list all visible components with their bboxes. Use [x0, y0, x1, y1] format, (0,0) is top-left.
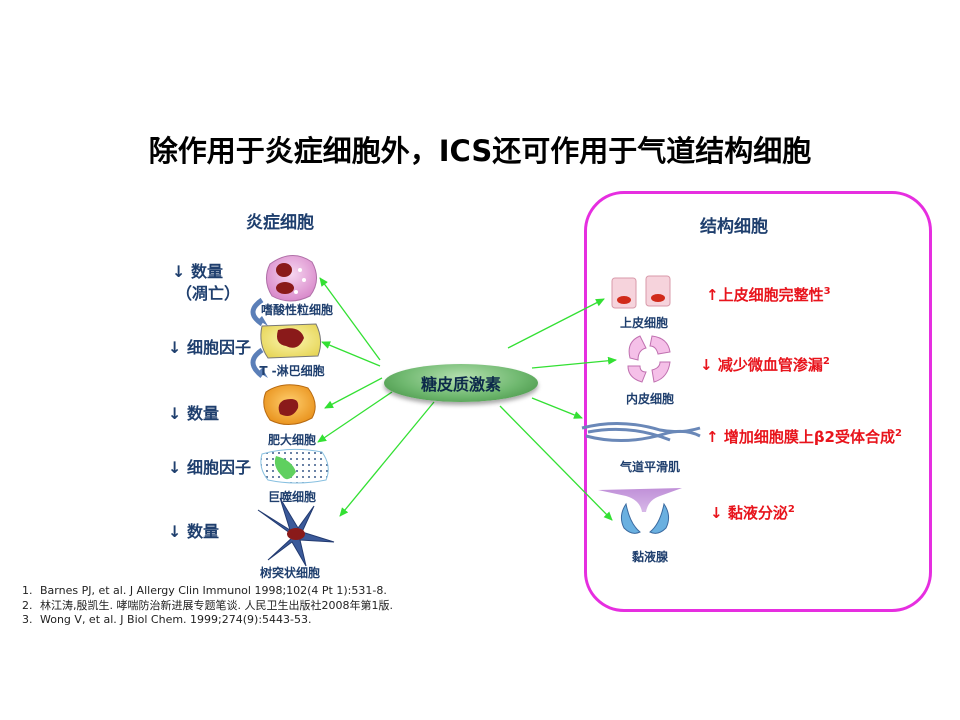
effect-smooth-muscle: ↑ 增加细胞膜上β2受体合成2 — [706, 428, 902, 446]
effect-macrophage: ↓ 细胞因子 — [168, 458, 251, 477]
mast-cell-illustration — [263, 384, 316, 425]
label-macrophage: 巨噬细胞 — [267, 490, 316, 504]
down-arrow: ↓ — [168, 338, 182, 357]
effect-t-lymphocyte: ↓ 细胞因子 — [168, 338, 251, 357]
slide-title: 除作用于炎症细胞外，ICS还可作用于气道结构细胞 — [148, 134, 812, 168]
label-mast-cell: 肥大细胞 — [267, 433, 316, 447]
glucocorticoid-node: 糖皮质激素 — [384, 364, 538, 402]
structural-cells-heading: 结构细胞 — [700, 217, 768, 237]
smooth-muscle-illustration — [581, 421, 701, 443]
label-dendritic-cell: 树突状细胞 — [259, 566, 320, 580]
connector-mast-cell — [324, 377, 383, 409]
reference-item: 1.Barnes PJ, et al. J Allergy Clin Immun… — [22, 584, 387, 597]
up-arrow: ↑ — [706, 428, 719, 446]
dendritic-cell-illustration — [257, 497, 335, 567]
label-eosinophil: 嗜酸性粒细胞 — [260, 303, 333, 317]
effect-dendritic-cell: ↓ 数量 — [168, 522, 219, 541]
structural-cells-box — [584, 191, 932, 612]
label-smooth-muscle: 气道平滑肌 — [619, 460, 680, 474]
connector-eosinophil — [319, 277, 381, 361]
cycle-arrow-1 — [250, 297, 264, 327]
inflammatory-cells-heading: 炎症细胞 — [246, 213, 314, 233]
references: 1.Barnes PJ, et al. J Allergy Clin Immun… — [22, 584, 393, 628]
label-t-lymphocyte: T -淋巴细胞 — [259, 364, 325, 378]
epithelial-illustration — [611, 275, 671, 309]
eosinophil-illustration — [266, 255, 317, 302]
down-arrow: ↓ — [172, 262, 186, 281]
down-arrow: ↓ — [700, 356, 713, 374]
macrophage-illustration — [260, 448, 329, 484]
reference-item: 2.林江涛,殷凯生. 哮喘防治新进展专题笔谈. 人民卫生出版社2008年第1版. — [22, 598, 393, 612]
effect-eosinophil-sub: （凋亡） — [176, 284, 241, 303]
effect-endothelial: ↓ 减少微血管渗漏2 — [700, 356, 830, 374]
connector-smooth-muscle — [531, 397, 583, 419]
effect-mucus-gland: ↓ 黏液分泌2 — [710, 504, 795, 522]
down-arrow: ↓ — [168, 458, 182, 477]
connector-epithelial — [507, 298, 605, 349]
connector-dendritic-cell — [339, 401, 435, 517]
connector-macrophage — [317, 391, 393, 443]
t-lymphocyte-illustration — [260, 323, 322, 359]
connector-t-lymphocyte — [321, 341, 381, 367]
effect-eosinophil: ↓ 数量 — [172, 262, 223, 281]
label-epithelial: 上皮细胞 — [619, 316, 668, 330]
mucus-gland-illustration — [598, 488, 682, 534]
label-endothelial: 内皮细胞 — [625, 392, 674, 406]
label-mucus-gland: 黏液腺 — [631, 550, 668, 564]
effect-epithelial: ↑上皮细胞完整性3 — [706, 286, 831, 304]
connector-mucus-gland — [499, 405, 613, 521]
connector-endothelial — [531, 356, 617, 369]
down-arrow: ↓ — [168, 404, 182, 423]
cycle-arrow-2 — [250, 347, 264, 378]
down-arrow: ↓ — [168, 522, 182, 541]
up-arrow: ↑ — [706, 286, 719, 304]
reference-item: 3.Wong V, et al. J Biol Chem. 1999;274(9… — [22, 613, 312, 626]
effect-mast-cell: ↓ 数量 — [168, 404, 219, 423]
endothelial-illustration — [627, 335, 671, 383]
down-arrow: ↓ — [710, 504, 723, 522]
